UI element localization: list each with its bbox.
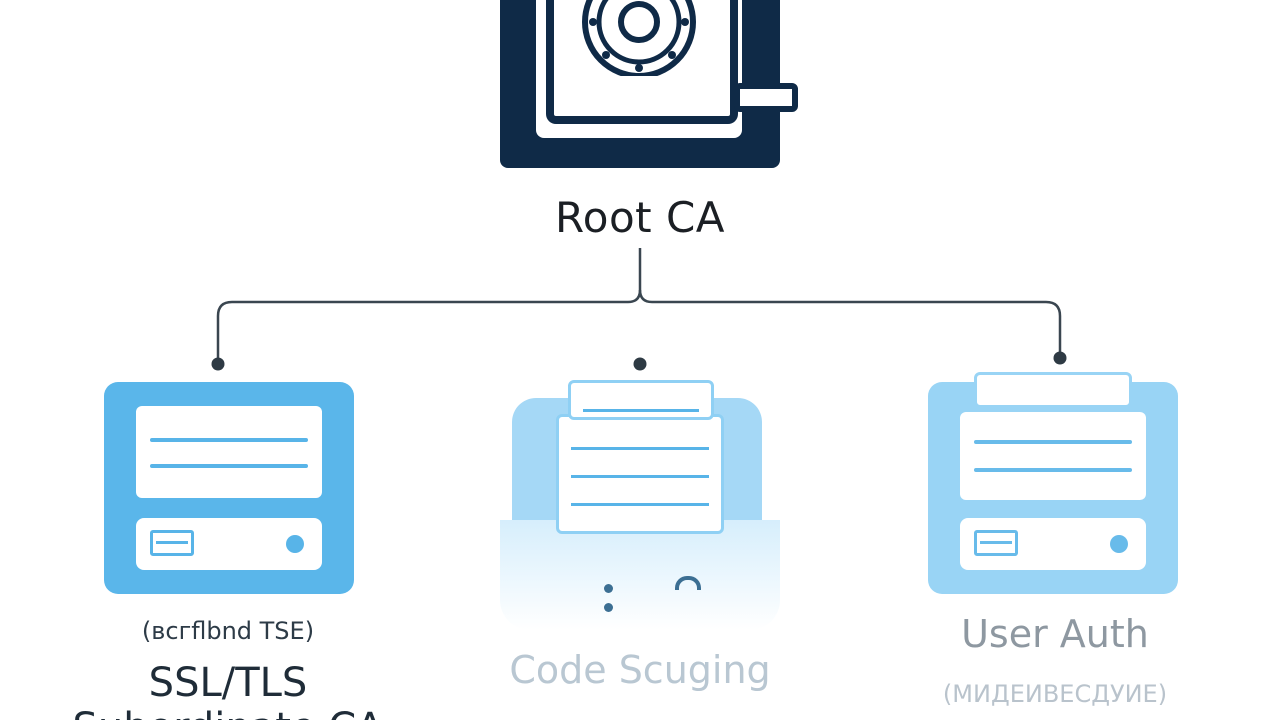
vault-handle	[734, 83, 798, 112]
user-auth-subtitle: (МИДЕИВЕСДУИЕ)	[942, 680, 1168, 708]
vault-safe-icon	[500, 0, 798, 168]
indicator-arch	[675, 576, 701, 590]
user-auth-card	[928, 372, 1178, 594]
code-signing-title: Code Scuging	[509, 648, 771, 692]
ssl-title-line2: Subordinate CA	[58, 705, 398, 720]
indicator-dots	[604, 578, 624, 612]
ssl-title: SSL/TLS	[148, 660, 308, 706]
dial-icon	[582, 0, 696, 76]
code-signing-card	[500, 380, 780, 630]
ssl-subtitle: (всгflbnd TSE)	[141, 617, 315, 645]
ssl-certificate-card	[104, 382, 354, 594]
user-auth-title: User Auth	[961, 612, 1149, 656]
root-ca-label: Root CA	[554, 193, 726, 242]
